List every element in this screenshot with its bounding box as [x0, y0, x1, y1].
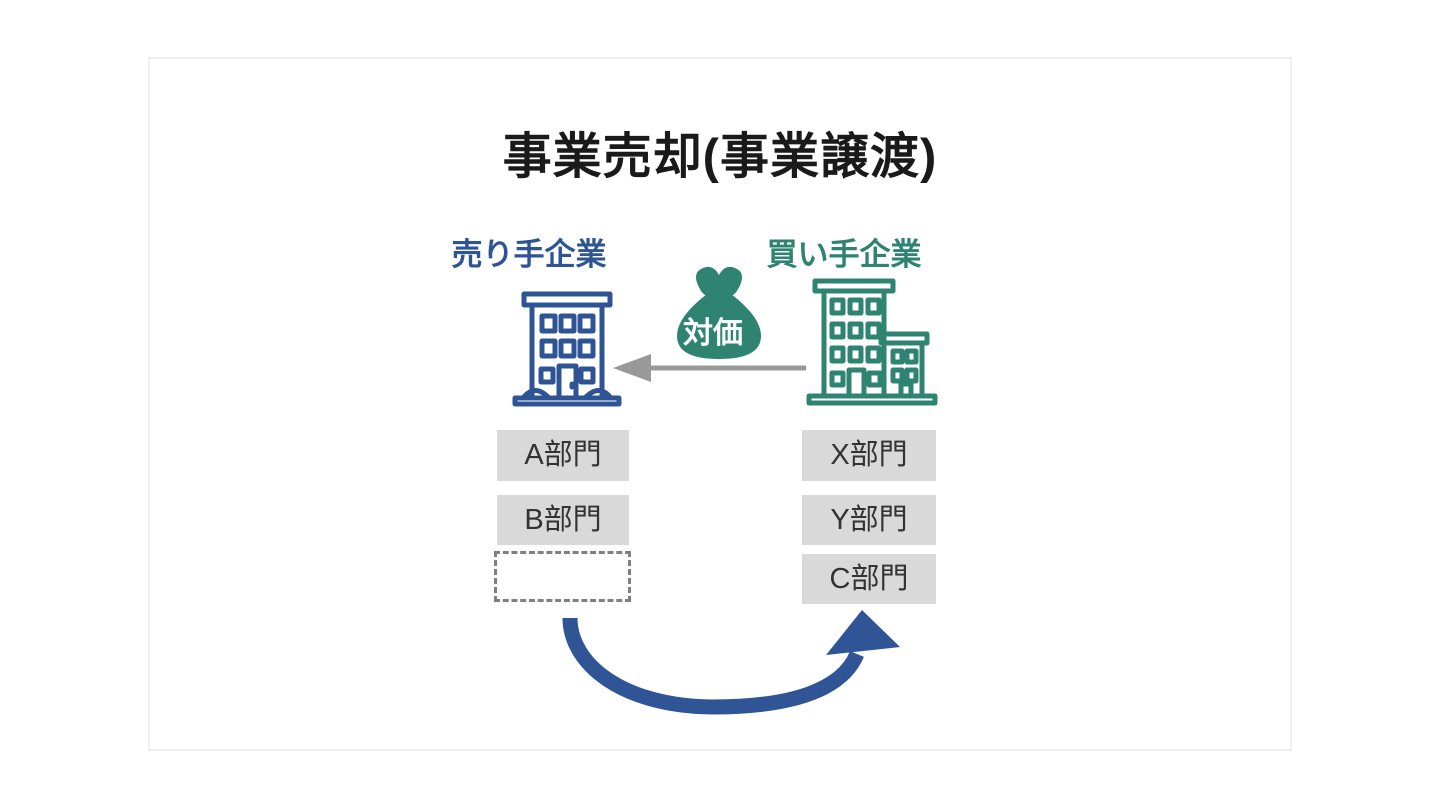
transfer-arrow-icon [562, 610, 900, 715]
buyer-company-label: 買い手企業 [766, 237, 922, 272]
buyer-building-icon [806, 278, 938, 406]
buyer-department-c: C部門 [802, 554, 936, 604]
seller-department-a: A部門 [497, 430, 629, 481]
seller-building-icon [512, 291, 622, 407]
consideration-label: 対価 [683, 317, 743, 350]
buyer-department-y: Y部門 [802, 495, 936, 545]
seller-company-label: 売り手企業 [451, 237, 607, 272]
diagram-title: 事業売却(事業譲渡) [502, 130, 938, 184]
money-bag-shape [677, 266, 761, 359]
payment-arrow-icon [613, 354, 806, 382]
money-bag-icon: 対価 [675, 264, 763, 361]
seller-department-b: B部門 [497, 495, 629, 545]
buyer-department-x: X部門 [802, 430, 936, 481]
seller-empty-slot [494, 551, 631, 602]
slide-canvas: 事業売却(事業譲渡) 売り手企業 買い手企業 [148, 57, 1292, 751]
